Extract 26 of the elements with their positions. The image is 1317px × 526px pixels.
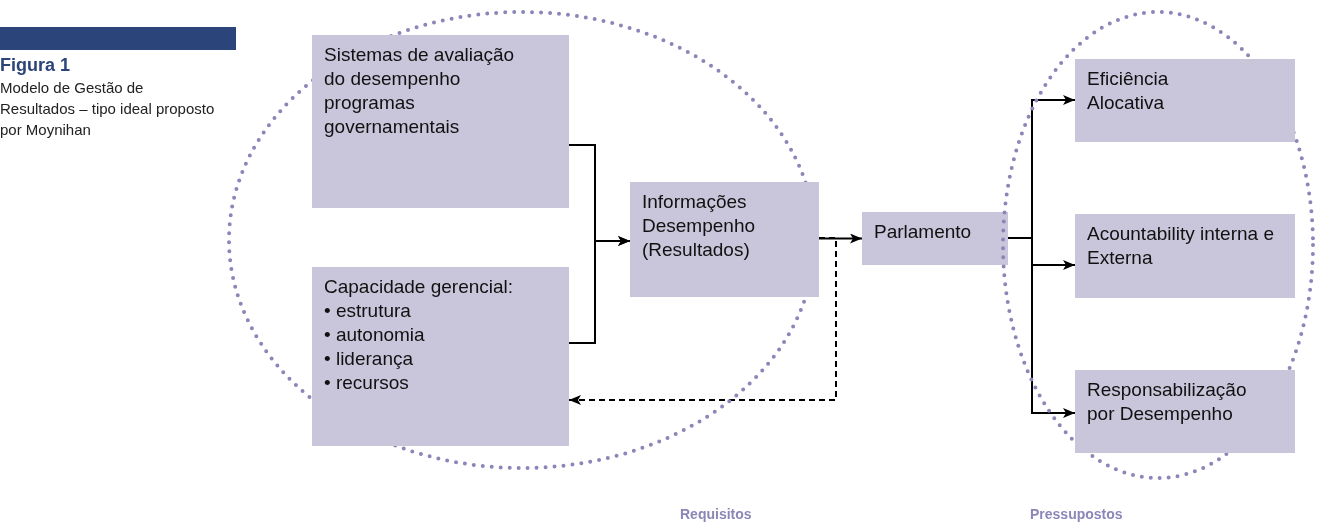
box-text: Sistemas de avaliação do desempenho programas governamentais — [324, 43, 516, 139]
process-box — [862, 212, 1008, 265]
figure-title: Figura 1 — [0, 27, 236, 77]
box-text: Parlamento — [874, 220, 973, 244]
bullet-item: • liderança — [324, 347, 414, 371]
box-text: Informações Desempenho (Resultados) — [642, 190, 757, 262]
bullet-item: • estrutura — [324, 299, 411, 323]
bullet-item: • recursos — [324, 371, 409, 395]
group-label: Requisitos — [680, 505, 752, 524]
arrow — [818, 233, 863, 244]
arrow — [568, 236, 631, 344]
process-box — [1075, 59, 1295, 142]
process-box — [1075, 214, 1295, 298]
process-box — [630, 182, 819, 297]
box-text: Capacidade gerencial: — [324, 275, 515, 299]
box-text: Responsabilização por Desempenho — [1087, 378, 1248, 426]
group-label: Pressupostos — [1030, 505, 1123, 524]
bullet-item: • autonomia — [324, 323, 425, 347]
figure-caption: Modelo de Gestão de Resultados – tipo ideal proposto por Moynihan — [0, 78, 215, 140]
process-box — [1075, 370, 1295, 453]
dashed-arrow — [568, 237, 837, 405]
process-box — [312, 267, 569, 446]
process-box — [312, 35, 569, 208]
box-text: Acountability interna e Externa — [1087, 222, 1275, 270]
box-text: Eficiência Alocativa — [1087, 67, 1170, 115]
arrow — [1007, 237, 1076, 418]
